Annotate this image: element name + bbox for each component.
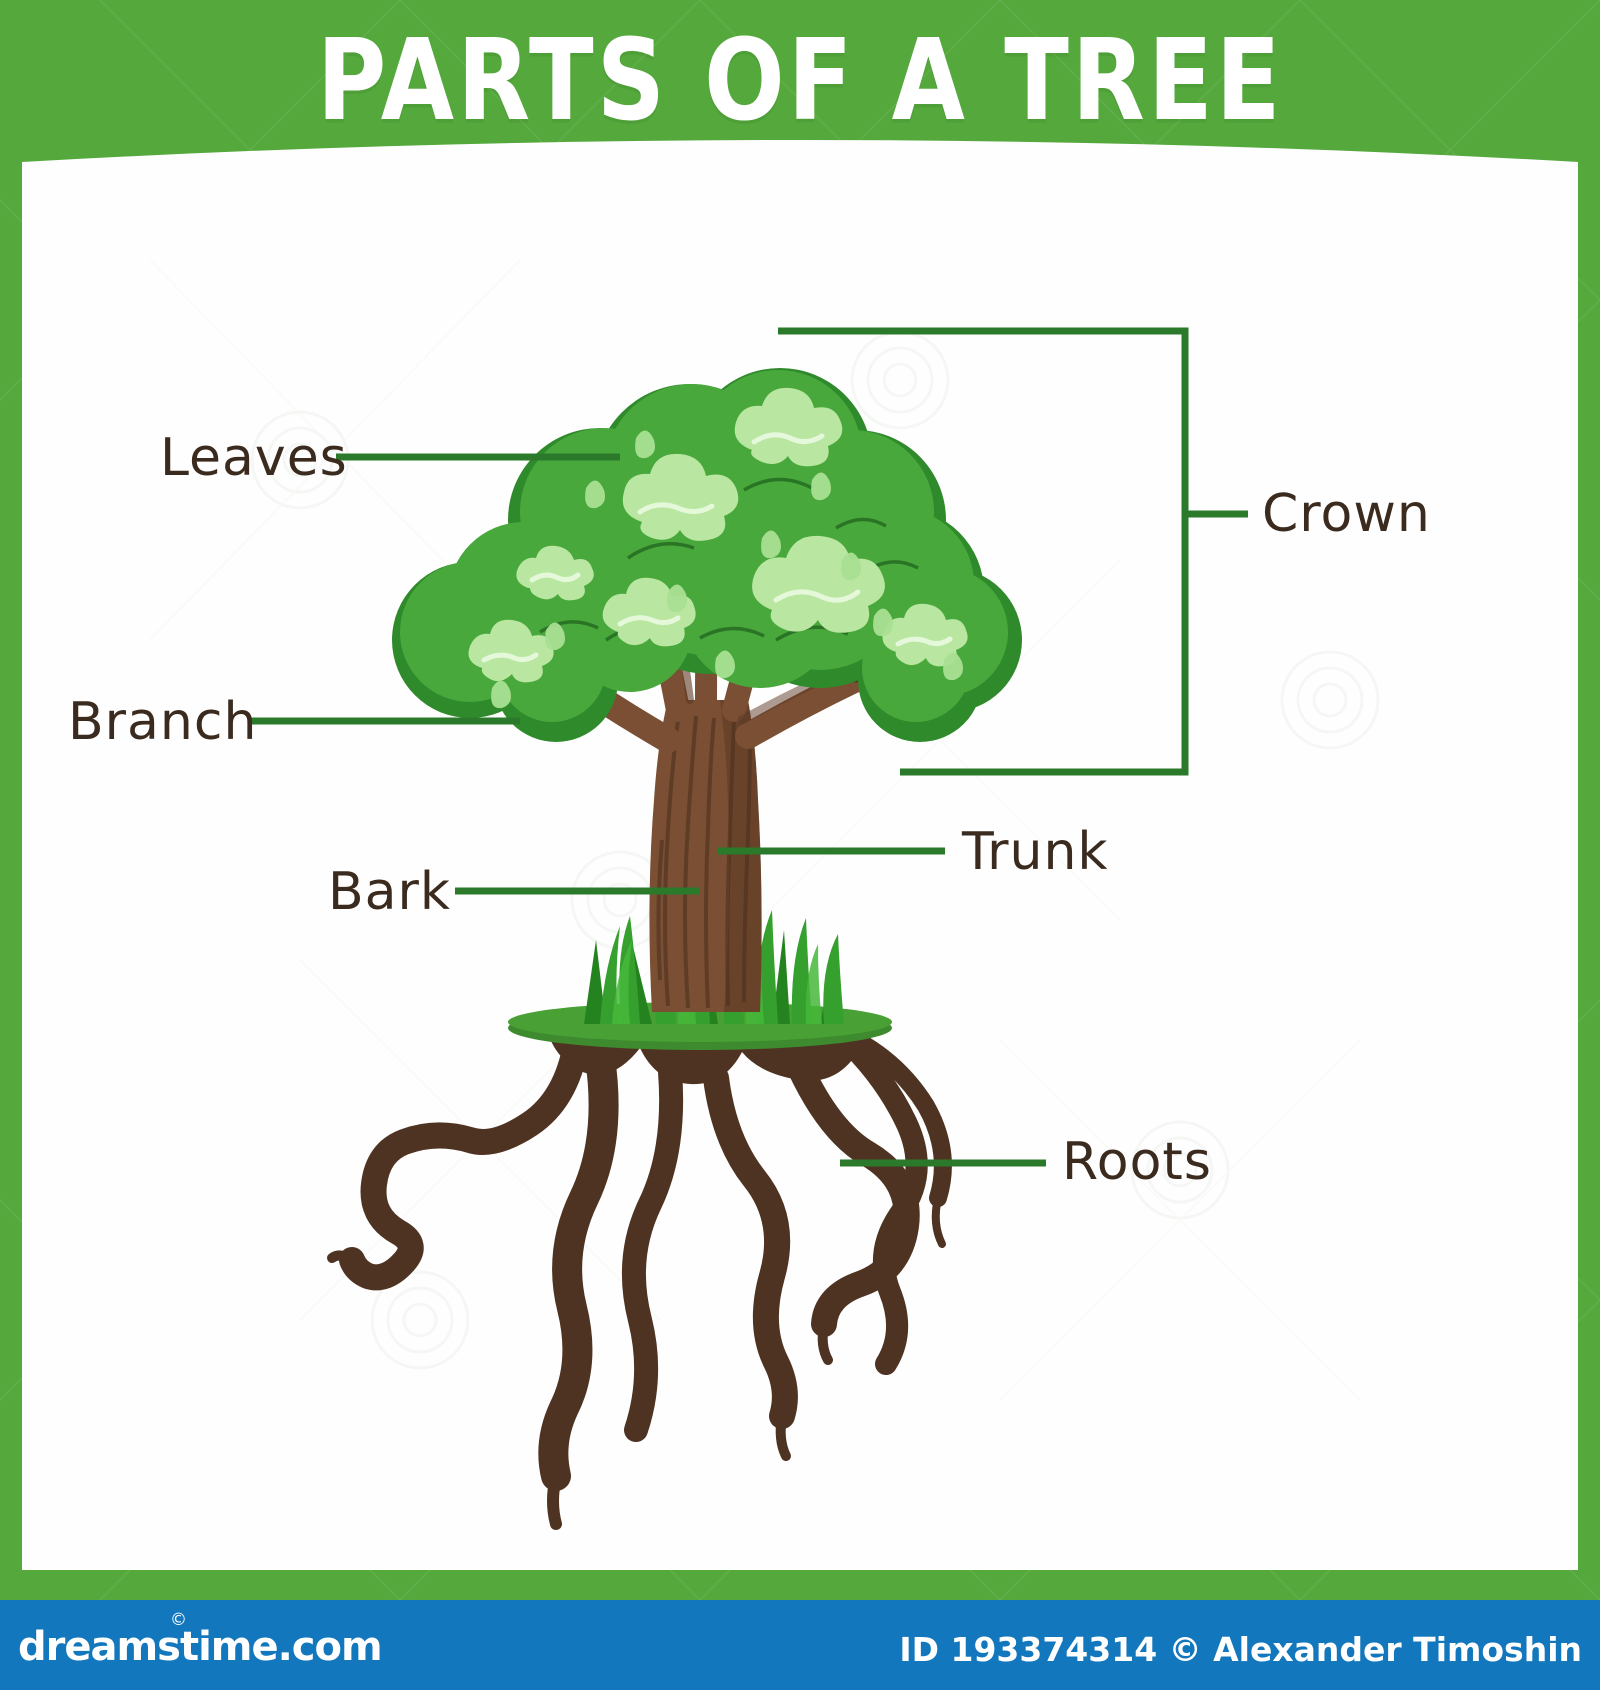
- tree-diagram: [149, 259, 1380, 1530]
- label-trunk[interactable]: Trunk: [962, 822, 1109, 882]
- label-roots[interactable]: Roots: [1062, 1132, 1212, 1192]
- label-bark[interactable]: Bark: [328, 862, 452, 922]
- registered-mark-icon: ©: [170, 1610, 187, 1630]
- label-crown[interactable]: Crown: [1262, 484, 1431, 544]
- content-card: [22, 140, 1578, 1570]
- label-branch[interactable]: Branch: [68, 692, 258, 752]
- dreamstime-logo[interactable]: dreamstime.com ©: [18, 1610, 383, 1670]
- image-credit: ID 193374314 © Alexander Timoshin: [899, 1630, 1582, 1669]
- label-leaves[interactable]: Leaves: [160, 428, 348, 488]
- tree-foliage: [392, 368, 1022, 742]
- bark-texture: [656, 715, 752, 1009]
- leader-lines: [248, 453, 1046, 1167]
- dreamstime-logo-text: dreamstime.com: [18, 1624, 383, 1670]
- foliage-highlights: [481, 432, 953, 663]
- leaf-accents: [491, 430, 963, 709]
- card-watermark: [149, 259, 1380, 1401]
- footer-bar: dreamstime.com © ID 193374314 © Alexande…: [0, 1600, 1600, 1690]
- crown-bracket: [778, 327, 1248, 776]
- tree-trunk: [649, 700, 762, 1012]
